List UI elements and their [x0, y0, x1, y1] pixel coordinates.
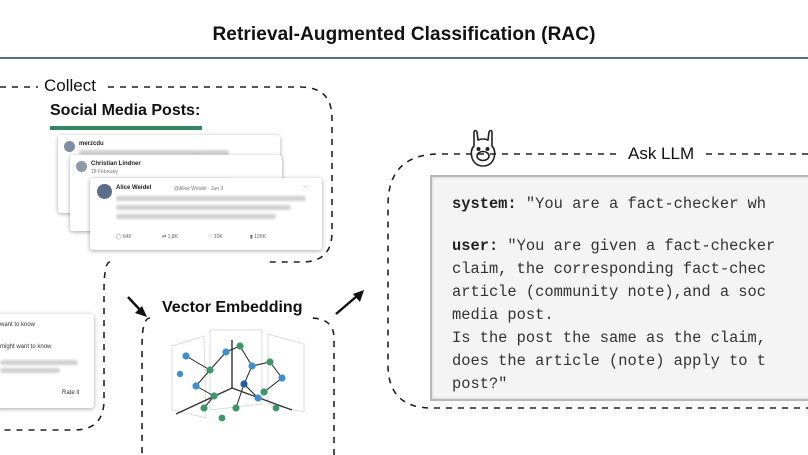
arrow-to-vector: [127, 296, 147, 317]
repost-count: ⇄ 1,8K: [162, 234, 178, 240]
title-divider: [0, 57, 808, 59]
prompt-line-user: user: "You are given a fact-checker: [452, 237, 776, 255]
blurred-text: [79, 150, 229, 155]
arrow-to-askllm: [335, 290, 364, 315]
prompt-line: Is the post the same as the claim,: [452, 329, 767, 347]
social-media-posts-label: Social Media Posts:: [50, 102, 201, 119]
prompt-line: claim, the corresponding fact-chec: [452, 260, 767, 278]
view-count: ▮ 195K: [250, 234, 266, 240]
prompt-line: media post.: [452, 306, 554, 324]
prompt-line-system: system: "You are a fact-checker wh: [452, 195, 767, 213]
llama-icon: [470, 129, 496, 167]
blurred-text: [116, 205, 291, 210]
avatar: [76, 161, 87, 172]
posts-label-underline: [50, 126, 202, 130]
vector-embedding-label: Vector Embedding: [158, 299, 307, 317]
blurred-text: [116, 214, 276, 219]
prompt-line: article (community note),and a soc: [452, 283, 767, 301]
avatar: [64, 141, 75, 152]
blurred-text: [116, 196, 306, 201]
post-author: merzcdu: [79, 141, 104, 147]
rate-it-button: Rate it: [62, 390, 80, 396]
collect-label: Collect: [38, 76, 102, 96]
post-author: Alice Weidel: [116, 185, 152, 191]
avatar: [97, 184, 112, 199]
menu-item-might-want-to-know: might want to know: [0, 344, 52, 350]
collect-region-bottom-outline: [0, 261, 111, 431]
vector-region-outline: [141, 317, 335, 455]
llm-prompt-box: system: "You are a fact-checker wh user:…: [430, 175, 808, 401]
menu-item-want-to-know: want to know: [0, 322, 36, 328]
like-count: ♡ 10K: [208, 234, 223, 240]
prompt-line: post?": [452, 375, 508, 393]
post-date: 18 February: [91, 169, 118, 175]
more-icon: ···: [302, 184, 307, 190]
post-author: Christian Lindner: [91, 161, 141, 167]
blurred-text: [0, 368, 60, 373]
post-handle: @Alice Weidel · Jun 3: [174, 185, 224, 192]
blurred-text: [0, 360, 78, 365]
post-card-3: Alice Weidel @Alice Weidel · Jun 3 ··· ◯…: [90, 178, 322, 250]
askllm-region-outline: [387, 153, 808, 409]
collect-region-outline: [0, 86, 333, 263]
diagram-title: Retrieval-Augmented Classification (RAC): [212, 24, 596, 45]
prompt-line: does the article (note) apply to t: [452, 352, 767, 370]
comment-count: ◯ 640: [116, 234, 132, 240]
rating-card: want to know might want to know Rate it: [0, 314, 94, 408]
ask-llm-label: Ask LLM: [620, 144, 703, 164]
